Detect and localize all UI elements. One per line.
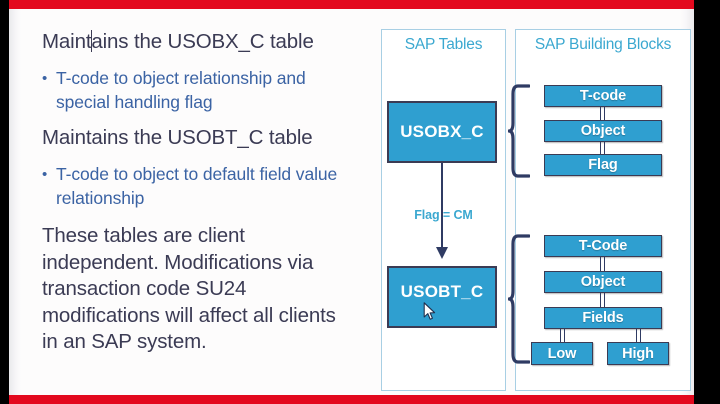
bullet-item-usobx-label: T-code to object relationship and specia…	[56, 68, 306, 112]
table-box-usobt-c-label: USOBT_C	[400, 282, 484, 301]
block-chip-flag-top-label: Flag	[588, 157, 618, 173]
block-chip-low-label: Low	[547, 345, 577, 362]
bullet-marker-icon: •	[42, 70, 48, 87]
table-box-usobx-c[interactable]: USOBX_C	[387, 101, 497, 163]
table-box-usobx-c-label: USOBX_C	[400, 122, 484, 141]
spacer	[42, 114, 360, 125]
block-chip-fields-bottom[interactable]: Fields	[544, 307, 662, 329]
left-edge-shading	[9, 9, 21, 395]
block-chip-object-top-label: Object	[580, 123, 626, 139]
heading-usobx-part-2: ains the USOBX_C table	[91, 30, 314, 53]
spacer	[42, 210, 360, 223]
block-chip-low[interactable]: Low	[531, 342, 593, 365]
block-chip-fields-bottom-label: Fields	[582, 310, 624, 326]
text-column: Maintains the USOBX_C table • T-code to …	[42, 29, 360, 356]
spacer	[42, 151, 360, 163]
chip-connector-rail	[600, 257, 605, 271]
block-chip-tcode-top-label: T-code	[579, 88, 627, 104]
brace-bottom-icon	[508, 233, 530, 365]
sap-tables-panel: SAP Tables	[381, 29, 506, 391]
spacer	[42, 55, 360, 67]
heading-usobt: Maintains the USOBT_C table	[42, 126, 313, 149]
text-caret-icon	[90, 30, 92, 52]
slide-body: Maintains the USOBX_C table • T-code to …	[9, 9, 694, 395]
brace-top-icon	[508, 83, 530, 179]
bottom-accent-bar	[9, 395, 694, 404]
block-chip-high-label: High	[622, 345, 654, 362]
slide-frame: Maintains the USOBX_C table • T-code to …	[9, 0, 694, 404]
flow-arrow-icon	[436, 163, 448, 259]
bullet-item-usobt: • T-code to object to default field valu…	[42, 163, 360, 210]
chip-connector-rail	[600, 293, 605, 307]
sap-building-blocks-panel-title: SAP Building Blocks	[534, 36, 672, 53]
chip-connector-rail	[560, 329, 565, 342]
bullet-marker-icon: •	[42, 166, 48, 183]
heading-usobx: Maintains the USOBX_C table	[42, 29, 360, 55]
chip-connector-rail	[636, 329, 641, 342]
chip-connector-rail	[600, 107, 605, 120]
block-chip-object-top[interactable]: Object	[544, 120, 662, 142]
block-chip-tcode-top[interactable]: T-code	[544, 85, 662, 107]
chip-connector-rail	[600, 142, 605, 154]
sap-tables-panel-title: SAP Tables	[404, 36, 483, 53]
top-accent-bar	[9, 0, 694, 9]
block-chip-tcode-bottom[interactable]: T-Code	[544, 235, 662, 257]
block-chip-high[interactable]: High	[607, 342, 669, 365]
flow-condition-label: Flag = CM	[414, 208, 473, 222]
block-chip-object-bottom[interactable]: Object	[544, 271, 662, 293]
sap-building-blocks-panel: SAP Building Blocks	[515, 29, 691, 391]
block-chip-flag-top[interactable]: Flag	[544, 154, 662, 176]
flow-arrow-head	[436, 247, 448, 259]
block-chip-tcode-bottom-label: T-Code	[578, 238, 628, 254]
closing-paragraph: These tables are client independent. Mod…	[42, 224, 336, 353]
heading-usobx-part-1: Maint	[42, 30, 92, 53]
bullet-item-usobx: • T-code to object relationship and spec…	[42, 67, 360, 114]
bullet-item-usobt-label: T-code to object to default field value …	[56, 164, 338, 208]
flow-arrow-shaft	[441, 163, 443, 249]
block-chip-object-bottom-label: Object	[580, 274, 626, 290]
table-box-usobt-c[interactable]: USOBT_C	[387, 266, 497, 328]
